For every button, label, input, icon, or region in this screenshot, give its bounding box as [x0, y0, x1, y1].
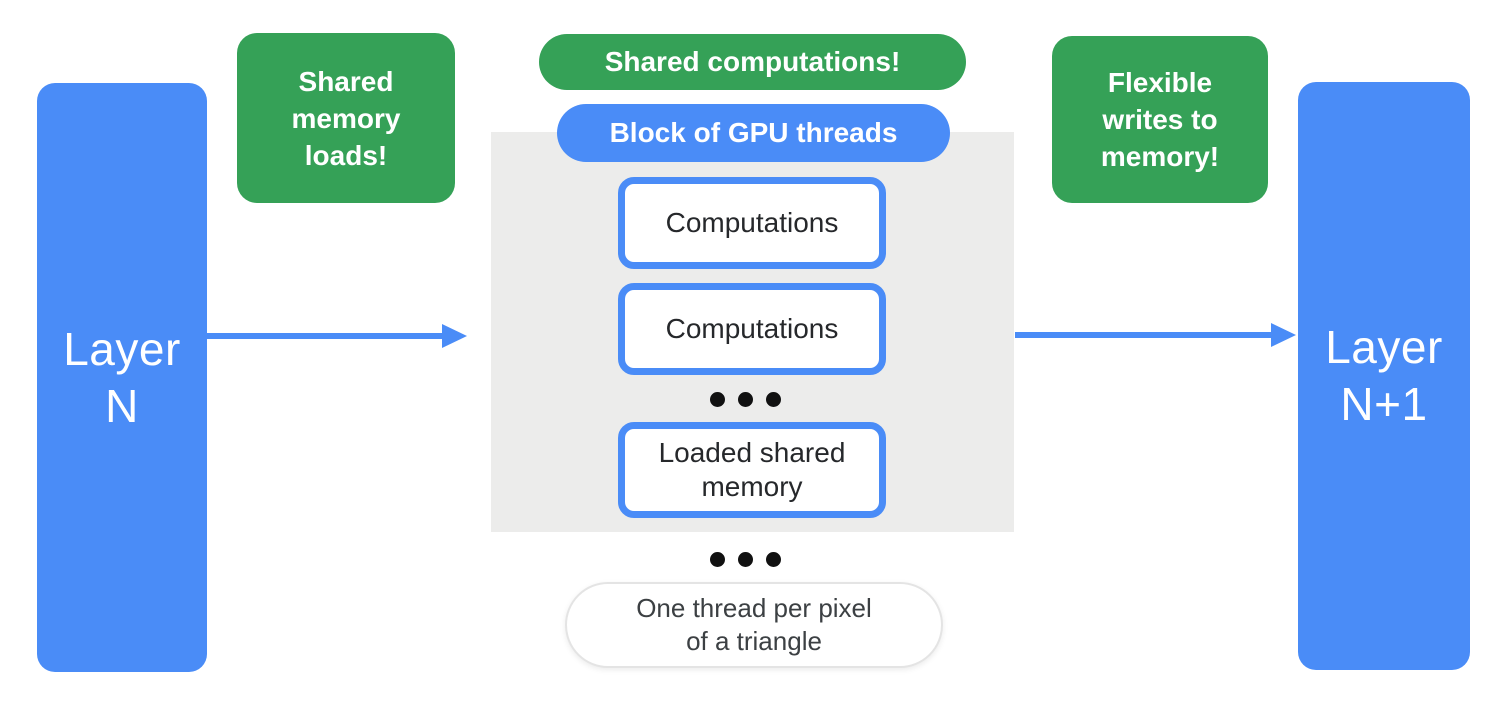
computations-box-1: Computations — [618, 177, 886, 269]
dot-icon — [738, 392, 753, 407]
dot-icon — [766, 392, 781, 407]
shared-computations-pill: Shared computations! — [539, 34, 966, 90]
dot-icon — [710, 552, 725, 567]
computations-label-1: Computations — [665, 207, 839, 238]
layer-n-box: Layer N — [37, 83, 207, 672]
callout-line: Shared — [298, 65, 394, 97]
layer-n-plus-1-label-line2: N+1 — [1340, 378, 1428, 430]
arrow-right-line — [1015, 332, 1272, 338]
callout-line: memory — [291, 102, 401, 134]
dot-icon — [710, 392, 725, 407]
layer-n-plus-1-label-line1: Layer — [1325, 321, 1443, 373]
ellipsis-icon — [710, 552, 781, 567]
dot-icon — [766, 552, 781, 567]
note-line1: One thread per pixel — [636, 593, 872, 623]
callout-line: loads! — [304, 139, 388, 171]
layer-n-plus-1-box: Layer N+1 — [1298, 82, 1470, 670]
gpu-threads-block-label: Block of GPU threads — [609, 117, 898, 148]
shared-memory-loads-callout: Shared memory loads! — [237, 33, 455, 203]
layer-n-label-line1: Layer — [63, 322, 181, 375]
arrow-right-icon — [442, 324, 467, 348]
one-thread-per-pixel-note: One thread per pixel of a triangle — [565, 582, 943, 668]
gpu-threads-block-pill: Block of GPU threads — [557, 104, 950, 162]
dot-icon — [738, 552, 753, 567]
computations-label-2: Computations — [665, 313, 839, 344]
callout-line: writes to — [1102, 104, 1218, 135]
callout-line: Flexible — [1107, 67, 1213, 98]
flexible-writes-callout: Flexible writes to memory! — [1052, 36, 1268, 203]
loaded-shared-memory-box: Loaded shared memory — [618, 422, 886, 518]
layer-n-label-line2: N — [105, 379, 139, 432]
callout-line: memory! — [1100, 141, 1220, 172]
arrow-right-icon — [1271, 323, 1296, 347]
loaded-shared-memory-label: Loaded shared memory — [658, 437, 846, 502]
shared-computations-label: Shared computations! — [604, 46, 901, 77]
computations-box-2: Computations — [618, 283, 886, 375]
ellipsis-icon — [710, 392, 781, 407]
arrow-left-line — [205, 333, 443, 339]
note-line2: of a triangle — [686, 626, 822, 656]
